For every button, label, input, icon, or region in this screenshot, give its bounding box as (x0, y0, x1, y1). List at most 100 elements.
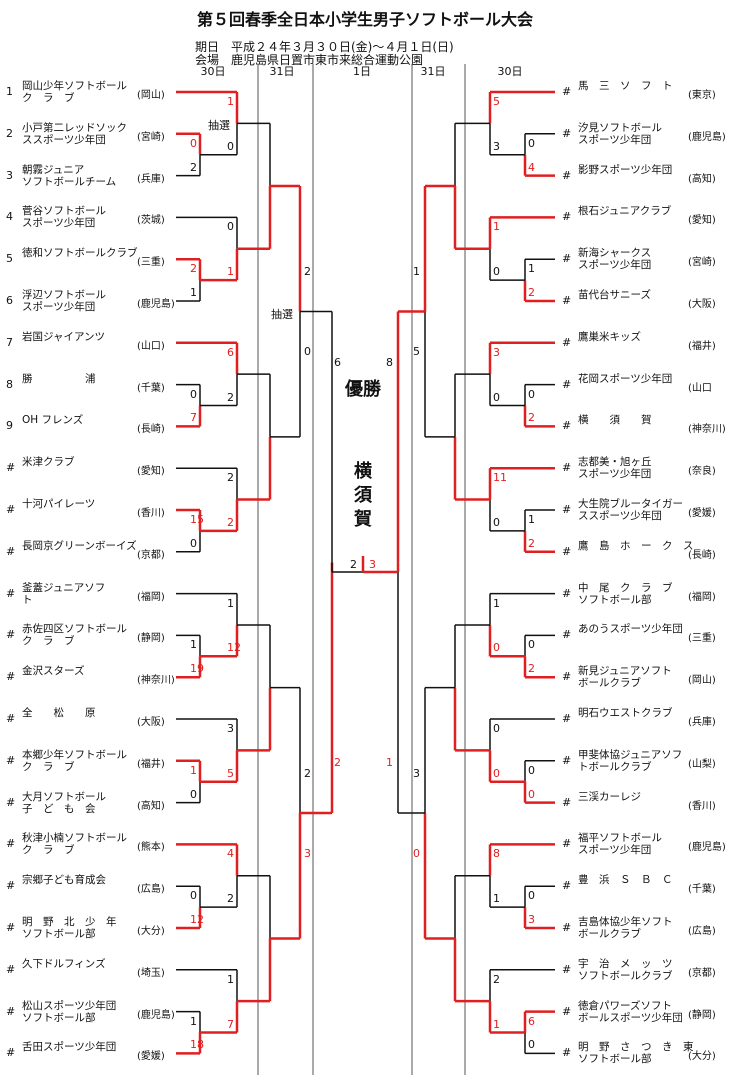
team-seed-number: # (562, 586, 572, 600)
team-seed-number: # (6, 712, 16, 725)
team-name: 宗郷子ども育成会 (22, 874, 106, 887)
score-label: 0 (528, 763, 535, 777)
score-label: 0 (413, 847, 420, 861)
team-prefecture: (長崎) (688, 549, 716, 561)
team-prefecture: (静岡) (688, 1009, 716, 1021)
team-prefecture: (京都) (137, 549, 165, 561)
team-seed-number: # (6, 921, 16, 934)
score-label: 0 (190, 536, 197, 550)
team-seed-number: # (562, 1046, 572, 1060)
team-name: 勝 浦 (22, 372, 96, 385)
team-seed-number: 5 (6, 252, 13, 266)
team-seed-number: # (6, 795, 16, 809)
team-name: OH フレンズ (22, 414, 84, 427)
score-label: 5 (227, 766, 234, 780)
venue-line: 会場 鹿児島県日置市東市来総合運動公園 (195, 53, 424, 67)
score-label: 7 (227, 1017, 234, 1031)
team-seed-number: 3 (6, 168, 13, 182)
team-name: 十河パイレーツ (22, 498, 96, 510)
score-label: 3 (528, 913, 535, 926)
score-label: 1 (493, 1017, 500, 1031)
team-prefecture: (宮崎) (688, 257, 716, 269)
score-label: 2 (350, 558, 357, 571)
team-seed-number: # (6, 461, 16, 475)
score-label: 1 (190, 286, 197, 299)
team-seed-number: 9 (6, 419, 13, 433)
team-seed-number: # (562, 544, 572, 558)
score-label: 1 (227, 596, 234, 610)
team-seed-number: 8 (6, 377, 13, 391)
team-name: 本郷少年ソフトボールク ラ ブ (22, 748, 127, 773)
team-seed-number: # (562, 628, 572, 642)
team-name: 宇 治 メ ッ ツソフトボールクラブ (578, 957, 673, 982)
score-label: 1 (493, 596, 500, 610)
team-prefecture: (高知) (688, 173, 716, 185)
score-label: 3 (493, 139, 500, 153)
score-label: 0 (190, 889, 197, 903)
score-label: 12 (190, 913, 204, 926)
date-line: 期日 平成２４年３月３０日(金)～４月１日(日) (195, 40, 454, 54)
team-prefecture: (千葉) (688, 884, 716, 896)
team-seed-number: # (562, 85, 572, 98)
team-name: 徳倉パワーズソフトボールスポーツ少年団 (578, 999, 683, 1024)
score-label: 0 (493, 641, 500, 655)
score-label: 0 (528, 136, 535, 150)
team-name: 新見ジュニアソフトボールクラブ (578, 665, 672, 690)
team-prefecture: (愛媛) (688, 508, 716, 519)
team-prefecture: (兵庫) (137, 173, 165, 185)
score-label: 2 (227, 515, 234, 529)
team-seed-number: # (562, 837, 572, 851)
score-label: 0 (528, 1038, 535, 1052)
score-label: 1 (190, 1014, 197, 1028)
score-label: 6 (227, 345, 234, 359)
team-prefecture: (鹿児島) (137, 1009, 175, 1021)
team-name: 根石ジュニアクラブ (578, 205, 672, 218)
score-label: 3 (304, 847, 311, 861)
team-prefecture: (長崎) (137, 424, 165, 436)
team-seed-number: 4 (6, 210, 13, 224)
team-seed-number: # (6, 879, 16, 893)
team-name: 馬 三 ソ フ ト (578, 80, 673, 92)
day-header: 1日 (353, 65, 371, 78)
team-seed-number: # (6, 837, 16, 851)
team-name: 甲斐体協ジュニアソフトボールクラブ (578, 748, 683, 773)
score-label: 0 (493, 515, 500, 529)
team-prefecture: (愛媛) (137, 1051, 165, 1063)
team-name: 秋津小楠ソフトボールク ラ ブ (22, 832, 127, 857)
score-label: 7 (190, 411, 197, 425)
team-prefecture: (鹿児島) (688, 131, 726, 143)
score-label: 0 (528, 787, 535, 801)
team-seed-number: 6 (6, 294, 13, 307)
team-prefecture: (大分) (688, 1051, 716, 1063)
score-label: 0 (304, 345, 311, 359)
team-seed-number: # (562, 753, 572, 767)
team-name: 鷹巣米キッズ (578, 330, 641, 343)
score-label: 19 (190, 662, 204, 676)
team-name: 志都美・旭ヶ丘スポーツ少年団 (578, 456, 652, 481)
score-label: 0 (493, 265, 500, 279)
team-prefecture: (兵庫) (688, 717, 716, 728)
team-prefecture: (大阪) (137, 717, 165, 728)
score-label: 0 (493, 390, 500, 404)
team-name: 影野スポーツ少年団 (578, 163, 673, 176)
team-name: 福平ソフトボールスポーツ少年団 (578, 832, 662, 857)
score-label: 8 (386, 356, 393, 370)
team-name: 汐見ソフトボールスポーツ少年団 (578, 121, 662, 146)
score-label: 0 (493, 766, 500, 780)
team-name: 横 須 賀 (578, 414, 652, 427)
team-prefecture: (千葉) (137, 382, 165, 394)
team-seed-number: # (562, 168, 572, 182)
team-prefecture: (神奈川) (137, 675, 175, 687)
team-prefecture: (福井) (137, 758, 165, 770)
score-label: 12 (227, 641, 241, 655)
team-prefecture: (埼玉) (137, 967, 165, 979)
team-seed-number: # (6, 753, 16, 767)
day-header: 30日 (200, 65, 226, 78)
team-seed-number: # (562, 335, 572, 349)
score-label: 0 (227, 139, 234, 153)
team-name: 朝霧ジュニアソフトボールチーム (22, 163, 117, 188)
score-label: 0 (528, 889, 535, 903)
team-name: 岡山少年ソフトボールク ラ ブ (22, 80, 127, 104)
team-prefecture: (山梨) (688, 758, 716, 770)
score-label: 2 (227, 390, 234, 404)
